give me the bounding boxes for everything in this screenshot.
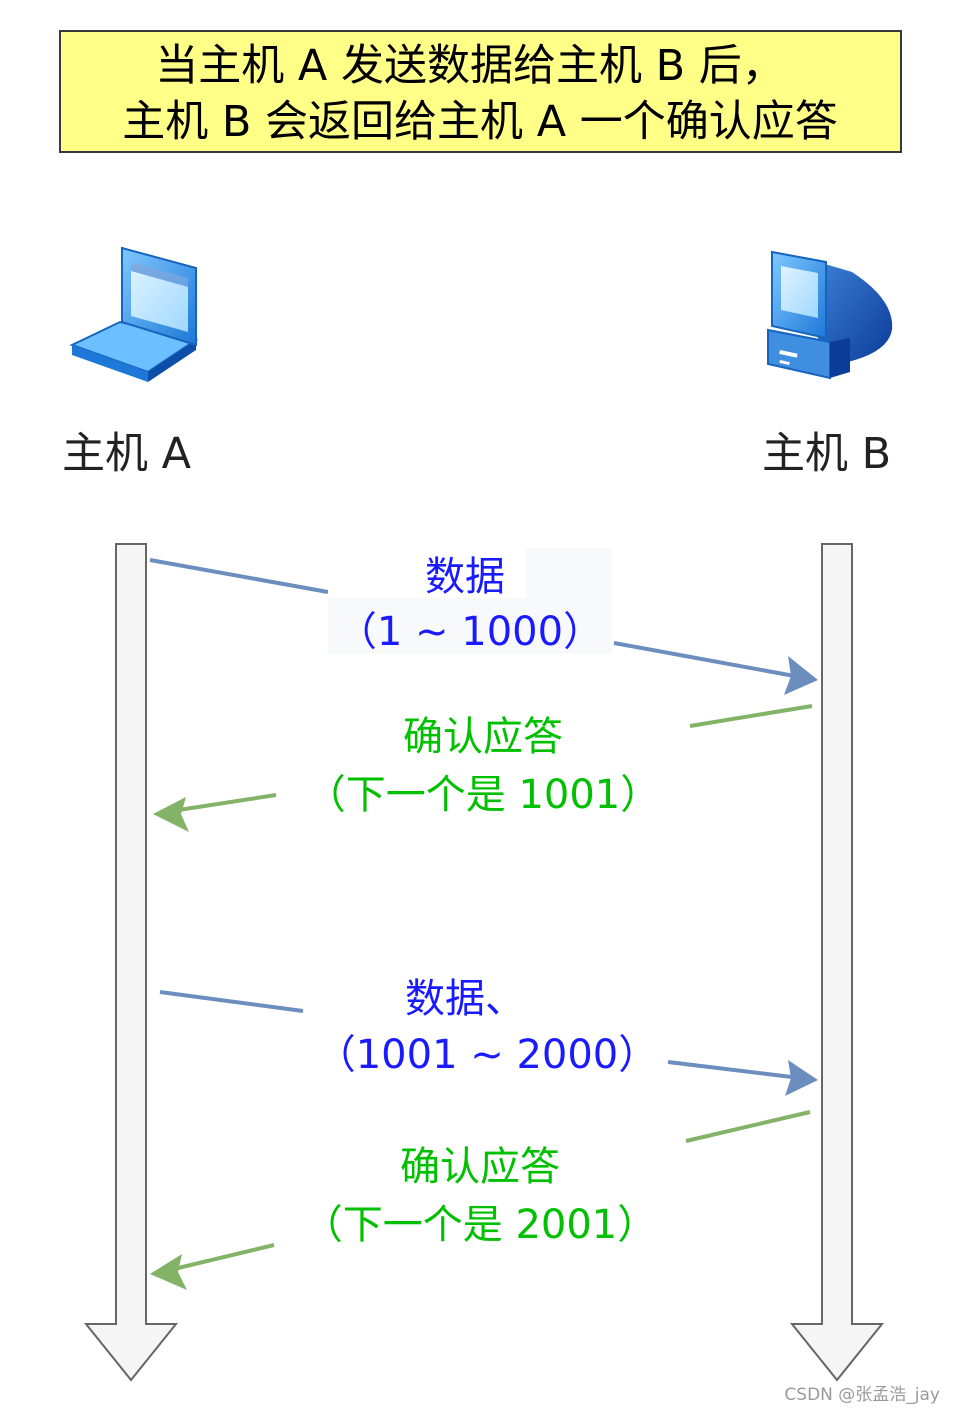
ack-arrow-2-tail xyxy=(685,1110,811,1143)
data-label-2-line-2: （1001 ~ 2000） xyxy=(316,1032,659,1078)
caption-line-2: 主机 B 会返回给主机 A 一个确认应答 xyxy=(122,97,838,147)
host-a-label: 主机 A xyxy=(62,429,192,479)
caption-line-1: 当主机 A 发送数据给主机 B 后， xyxy=(155,41,785,91)
ack-arrow-2-head-line xyxy=(169,1243,275,1272)
data-arrow-1-head-line xyxy=(613,641,801,679)
arrowhead-left-icon xyxy=(153,797,189,832)
host-a-timeline xyxy=(83,543,179,1382)
ack-label-1-line-1: 确认应答 xyxy=(403,714,563,760)
laptop-icon xyxy=(69,246,199,382)
ack-label-1-line-2: （下一个是 1001） xyxy=(306,772,661,818)
ack-message-1: 确认应答 （下一个是 1001） xyxy=(153,704,813,832)
arrowhead-right-icon xyxy=(785,1060,818,1096)
watermark: CSDN @张孟浩_jay xyxy=(784,1385,940,1405)
ack-label-2-line-2: （下一个是 2001） xyxy=(303,1202,658,1248)
data-arrow-2-head-line xyxy=(667,1060,801,1080)
data-label-2-line-1: 数据、 xyxy=(405,976,525,1022)
host-b-timeline xyxy=(789,543,885,1382)
desktop-computer-icon xyxy=(767,250,893,380)
data-message-2: 数据、 （1001 ~ 2000） xyxy=(159,976,818,1096)
data-label-1-line-1: 数据 xyxy=(425,554,505,600)
data-arrow-2-tail xyxy=(159,990,304,1013)
data-arrow-1-tail xyxy=(149,558,329,594)
ack-arrow-1-tail xyxy=(689,704,813,728)
host-b-label: 主机 B xyxy=(762,429,891,479)
ack-label-2-line-1: 确认应答 xyxy=(400,1144,560,1190)
data-message-1: 数据 （1 ~ 1000） xyxy=(149,548,818,695)
arrowhead-right-icon xyxy=(784,656,818,695)
caption-box: 当主机 A 发送数据给主机 B 后， 主机 B 会返回给主机 A 一个确认应答 xyxy=(59,30,902,153)
arrowhead-left-icon xyxy=(150,1254,187,1290)
ack-arrow-1-head-line xyxy=(171,793,277,813)
ack-message-2: 确认应答 （下一个是 2001） xyxy=(150,1110,811,1290)
data-label-1-line-2: （1 ~ 1000） xyxy=(337,609,603,655)
